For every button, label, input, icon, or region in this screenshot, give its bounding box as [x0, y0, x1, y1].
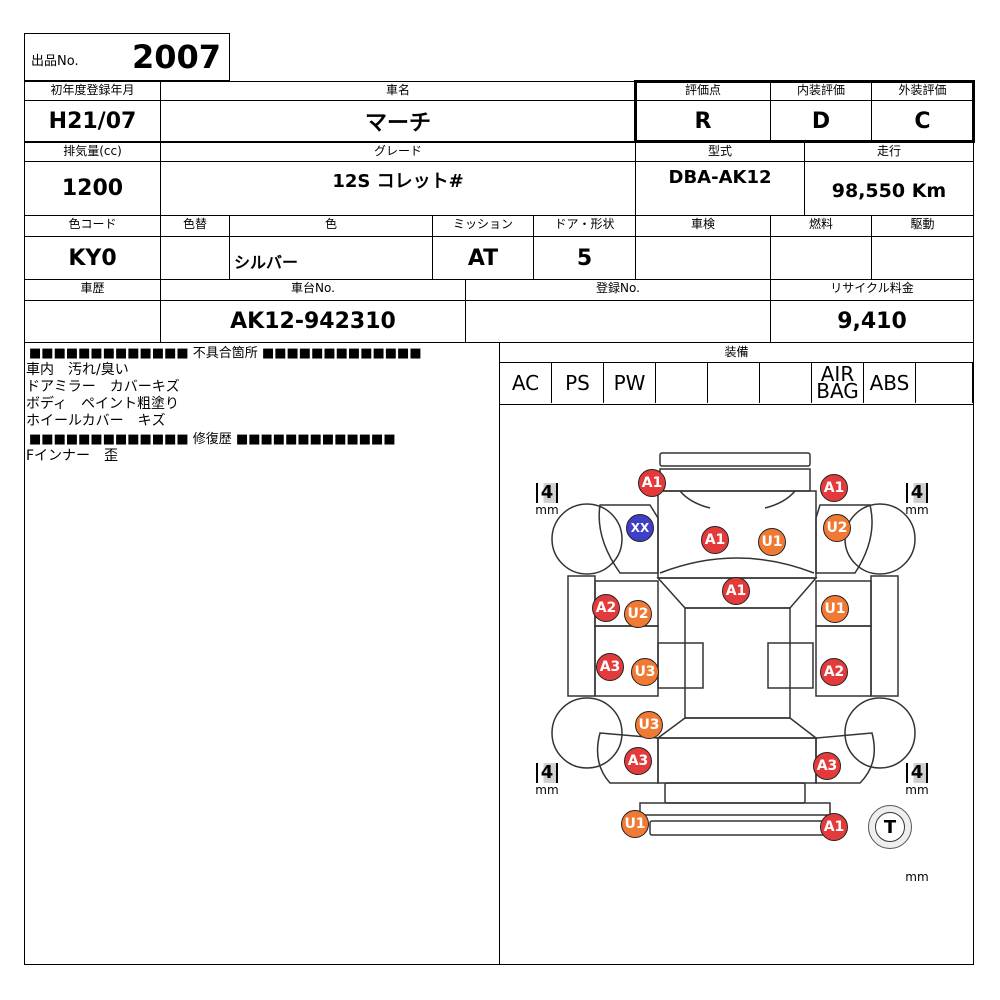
- repair-header: ■■■■■■■■■■■■■ 修復歴 ■■■■■■■■■■■■■: [29, 432, 396, 447]
- reg-header: 登録No.: [465, 279, 771, 301]
- damage-mark-u1: U1: [758, 528, 786, 556]
- damage-mark-a1: A1: [820, 813, 848, 841]
- damage-mark-u3: U3: [631, 658, 659, 686]
- mileage-value: 98,550 Km: [804, 161, 974, 216]
- equipment-header: 装備: [500, 343, 973, 363]
- tread-rear-left-unit: mm: [535, 783, 559, 797]
- tread-spare-unit: mm: [905, 870, 929, 884]
- doors-header: ドア・形状: [533, 215, 636, 237]
- score-frame: [634, 80, 975, 143]
- car-name-value: マーチ: [160, 100, 636, 142]
- spare-tire-label: T: [875, 812, 905, 842]
- tread-front-left-unit: mm: [535, 503, 559, 517]
- color-header: 色: [229, 215, 433, 237]
- doors-value: 5: [533, 236, 636, 280]
- tread-front-left: 4 mm: [530, 483, 564, 518]
- history-value: [24, 300, 161, 343]
- tread-rear-right-value: 4: [905, 763, 929, 783]
- damage-mark-u1: U1: [821, 595, 849, 623]
- chassis-value: AK12-942310: [160, 300, 466, 343]
- damage-mark-a1: A1: [722, 577, 750, 605]
- transmission-header: ミッション: [432, 215, 534, 237]
- tread-front-right-value: 4: [905, 483, 929, 503]
- color-code-header: 色コード: [24, 215, 161, 237]
- equipment-item: ABS: [864, 362, 916, 403]
- defects-list: 車内 汚れ/臭いドアミラー カバーキズボディ ペイント粗塗りホイールカバー キズ: [26, 362, 180, 430]
- recycle-value: 9,410: [770, 300, 974, 343]
- inspection-value: [635, 236, 771, 280]
- tread-rear-left-value: 4: [535, 763, 559, 783]
- equipment-item: PW: [604, 362, 656, 403]
- color-value: シルバー: [229, 236, 433, 280]
- equipment-item: [708, 362, 760, 403]
- damage-mark-a3: A3: [596, 653, 624, 681]
- equipment-item: AIR BAG: [812, 362, 864, 403]
- lot-number: 2007: [131, 38, 221, 76]
- model-value: DBA-AK12: [635, 161, 805, 216]
- first-reg-value: H21/07: [24, 100, 161, 142]
- displacement-header: 排気量(cc): [24, 142, 161, 162]
- damage-mark-a2: A2: [820, 658, 848, 686]
- defect-line: ボディ ペイント粗塗り: [26, 396, 180, 412]
- grade-value: 12S コレット#: [160, 161, 636, 216]
- defects-header: ■■■■■■■■■■■■■ 不具合箇所 ■■■■■■■■■■■■■: [29, 346, 422, 361]
- damage-mark-u1: U1: [621, 810, 649, 838]
- damage-mark-a3: A3: [813, 752, 841, 780]
- inspection-header: 車検: [635, 215, 771, 237]
- color-change-value: [160, 236, 230, 280]
- fuel-header: 燃料: [770, 215, 872, 237]
- grade-header: グレード: [160, 142, 636, 162]
- equipment-item: PS: [552, 362, 604, 403]
- fuel-value: [770, 236, 872, 280]
- history-header: 車歴: [24, 279, 161, 301]
- chassis-header: 車台No.: [160, 279, 466, 301]
- damage-mark-a1: A1: [638, 469, 666, 497]
- lot-label: 出品No.: [31, 54, 79, 69]
- drive-value: [871, 236, 974, 280]
- color-change-header: 色替: [160, 215, 230, 237]
- color-code-value: KY0: [24, 236, 161, 280]
- equipment-item: AC: [500, 362, 552, 403]
- tread-front-right: 4 mm: [900, 483, 934, 518]
- reg-value: [465, 300, 771, 343]
- tread-rear-right: 4 mm: [900, 763, 934, 798]
- tread-rear-right-unit: mm: [905, 783, 929, 797]
- defect-line: ドアミラー カバーキズ: [26, 379, 180, 395]
- car-diagram: [551, 452, 916, 836]
- recycle-header: リサイクル料金: [770, 279, 974, 301]
- damage-mark-u2: U2: [624, 600, 652, 628]
- defect-line: 車内 汚れ/臭い: [26, 362, 129, 378]
- damage-mark-xx: XX: [626, 514, 654, 542]
- lot-box: 出品No. 2007: [24, 33, 230, 81]
- damage-mark-a2: A2: [592, 594, 620, 622]
- tread-front-left-value: 4: [535, 483, 559, 503]
- interior-value: D: [770, 100, 872, 142]
- repair-line: Fインナー 歪: [26, 448, 119, 464]
- exterior-value: C: [871, 100, 974, 142]
- equipment-item: [916, 362, 973, 403]
- transmission-value: AT: [432, 236, 534, 280]
- damage-mark-a3: A3: [624, 747, 652, 775]
- defect-line: ホイールカバー キズ: [26, 413, 166, 429]
- defects-panel: ■■■■■■■■■■■■■ 不具合箇所 ■■■■■■■■■■■■■ 車内 汚れ/…: [24, 342, 500, 965]
- tread-spare: mm: [900, 856, 934, 884]
- model-header: 型式: [635, 142, 805, 162]
- equipment-item: [760, 362, 812, 403]
- equipment-item: [656, 362, 708, 403]
- tread-rear-left: 4 mm: [530, 763, 564, 798]
- car-name-header: 車名: [160, 81, 636, 101]
- damage-mark-u2: U2: [823, 514, 851, 542]
- displacement-value: 1200: [24, 161, 161, 216]
- spare-tire-icon: T: [868, 805, 912, 849]
- mileage-header: 走行: [804, 142, 974, 162]
- damage-mark-a1: A1: [701, 526, 729, 554]
- drive-header: 駆動: [871, 215, 974, 237]
- damage-mark-u3: U3: [635, 711, 663, 739]
- repair-list: Fインナー 歪: [26, 448, 118, 465]
- first-reg-header: 初年度登録年月: [24, 81, 161, 101]
- damage-mark-a1: A1: [820, 474, 848, 502]
- tread-front-right-unit: mm: [905, 503, 929, 517]
